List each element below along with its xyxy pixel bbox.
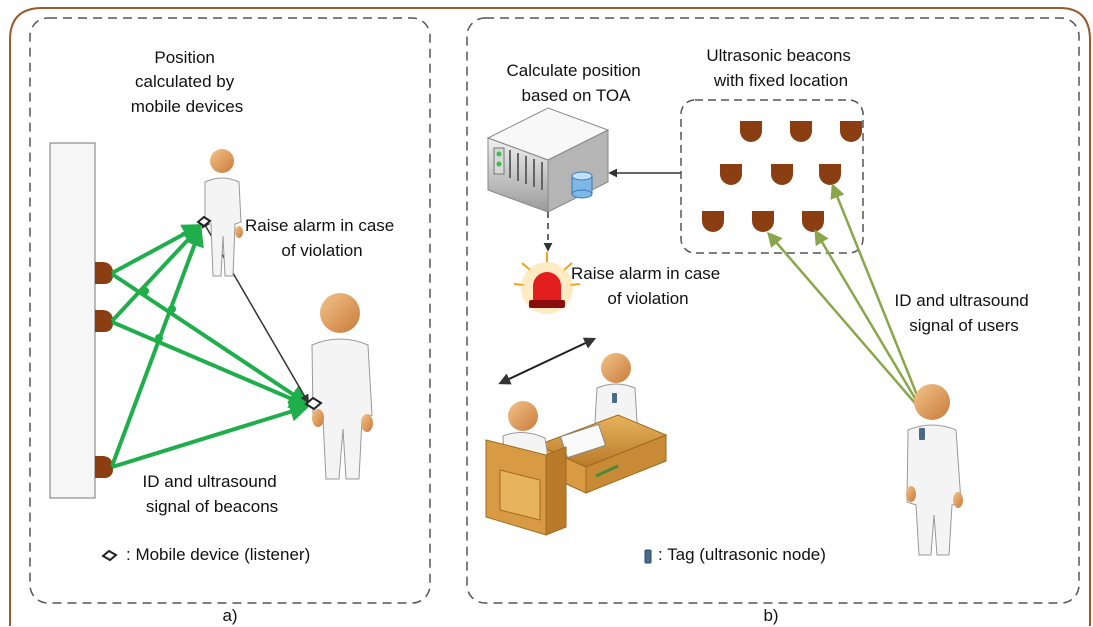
legend-mobile-device-text: : Mobile device (listener) [126,545,310,564]
calc-position-text: Calculate position based on TOA [507,61,646,105]
tag-icon [612,393,617,403]
legend-mobile-device-icon [101,549,118,562]
database-icon [571,171,593,199]
wall-beacon [95,456,113,478]
beacon-icon [752,211,774,232]
wall [49,142,96,499]
beacons-title-text: Ultrasonic beacons with fixed location [706,46,855,90]
desk-scene [485,353,668,536]
user-signals [767,183,925,411]
panel-b-caption: b) [763,606,778,625]
wall-beacon [95,262,113,284]
mobile-device-icon [304,396,323,411]
legend-tag-text: : Tag (ultrasonic node) [658,545,826,564]
beacon-icon [840,121,862,142]
beacon-icon [720,164,742,185]
beacon-icon [702,211,724,232]
beacon-signals [110,224,310,469]
beacon-group-frame [680,99,864,254]
outer-frame [9,7,1091,626]
beacon-icon [819,164,841,185]
person-small [204,149,243,277]
panel-a-title: Position calculated by mobile devices [131,48,243,116]
signal-crossings [141,287,176,342]
person-large [311,293,373,480]
alarm-light-icon [513,252,581,314]
beacon-icon [740,121,762,142]
panel-a-signal-text: ID and ultrasound signal of beacons [143,472,282,516]
panel-b-frame [466,17,1080,604]
panel-b-signal-text: ID and ultrasound signal of users [895,291,1034,335]
mobile-device-icon [196,215,212,228]
tag-icon [919,428,925,440]
ceiling-beacons [702,121,862,232]
beacon-icon [771,164,793,185]
wall-beacon [95,310,113,332]
persons-distance-arrow [498,337,597,385]
panel-b-alarm-text: Raise alarm in case of violation [571,264,725,308]
panel-a-frame [29,17,431,604]
beacon-icon [790,121,812,142]
person-user [906,384,963,556]
beacon-icon [802,211,824,232]
server-icon [486,107,610,213]
panel-a-caption: a) [222,606,237,625]
legend-tag-icon [644,549,652,564]
panel-a-alarm-text: Raise alarm in case of violation [245,216,399,260]
